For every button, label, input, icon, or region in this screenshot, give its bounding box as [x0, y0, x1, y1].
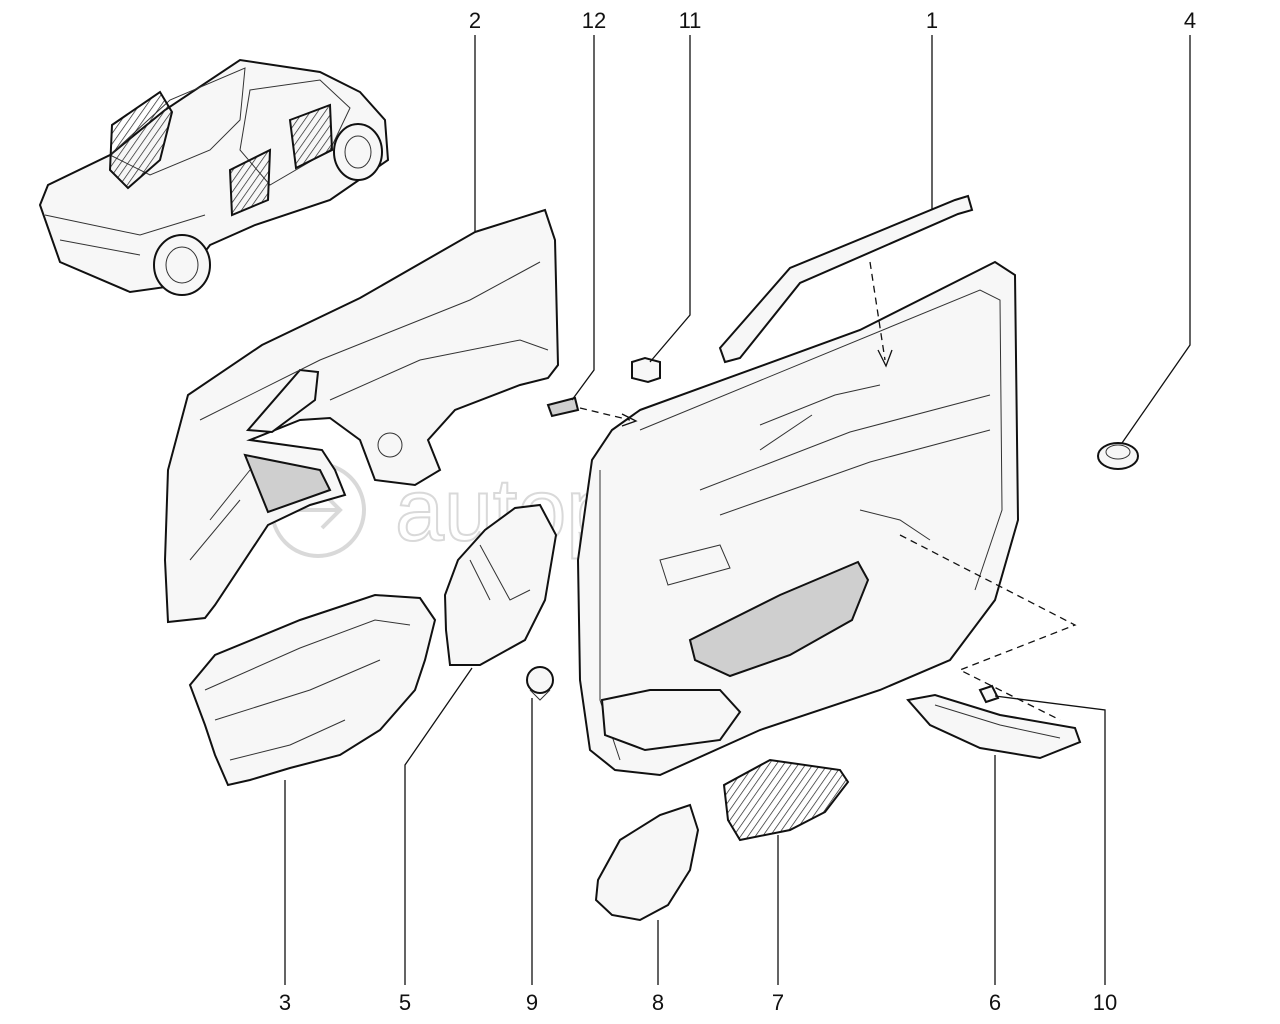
part-4-plug — [1097, 442, 1139, 470]
part-8-seal — [594, 803, 700, 922]
callout-9: 9 — [526, 990, 538, 1015]
part-6-handle-cover — [906, 693, 1082, 760]
part-1-weatherstrip — [718, 194, 974, 364]
part-9-clip — [526, 666, 554, 701]
callout-6: 6 — [989, 990, 1001, 1015]
callout-2: 2 — [469, 8, 481, 33]
part-1-door-trim-panel — [576, 260, 1020, 777]
part-7-speaker-grille — [722, 758, 850, 842]
callout-1: 1 — [926, 8, 938, 33]
part-2-insulation-panel — [163, 208, 560, 624]
part-5-armrest-bracket — [443, 503, 558, 666]
callout-11: 11 — [679, 8, 702, 33]
callout-4: 4 — [1184, 8, 1196, 33]
leader-lines — [284, 35, 1191, 985]
callout-labels: 2 12 11 1 4 3 5 9 8 7 6 10 — [279, 8, 1196, 1015]
assembly-arrows — [579, 261, 1077, 721]
callout-10: 10 — [1093, 990, 1117, 1015]
car-overview-illustration — [38, 58, 390, 296]
callout-12: 12 — [582, 8, 606, 33]
callout-8: 8 — [652, 990, 664, 1015]
callout-7: 7 — [772, 990, 784, 1015]
callout-3: 3 — [279, 990, 291, 1015]
part-3-door-pocket — [188, 593, 437, 787]
part-12-pad — [546, 396, 580, 418]
part-10-screw — [978, 684, 1000, 704]
callout-5: 5 — [399, 990, 411, 1015]
part-11-clip — [631, 356, 661, 384]
